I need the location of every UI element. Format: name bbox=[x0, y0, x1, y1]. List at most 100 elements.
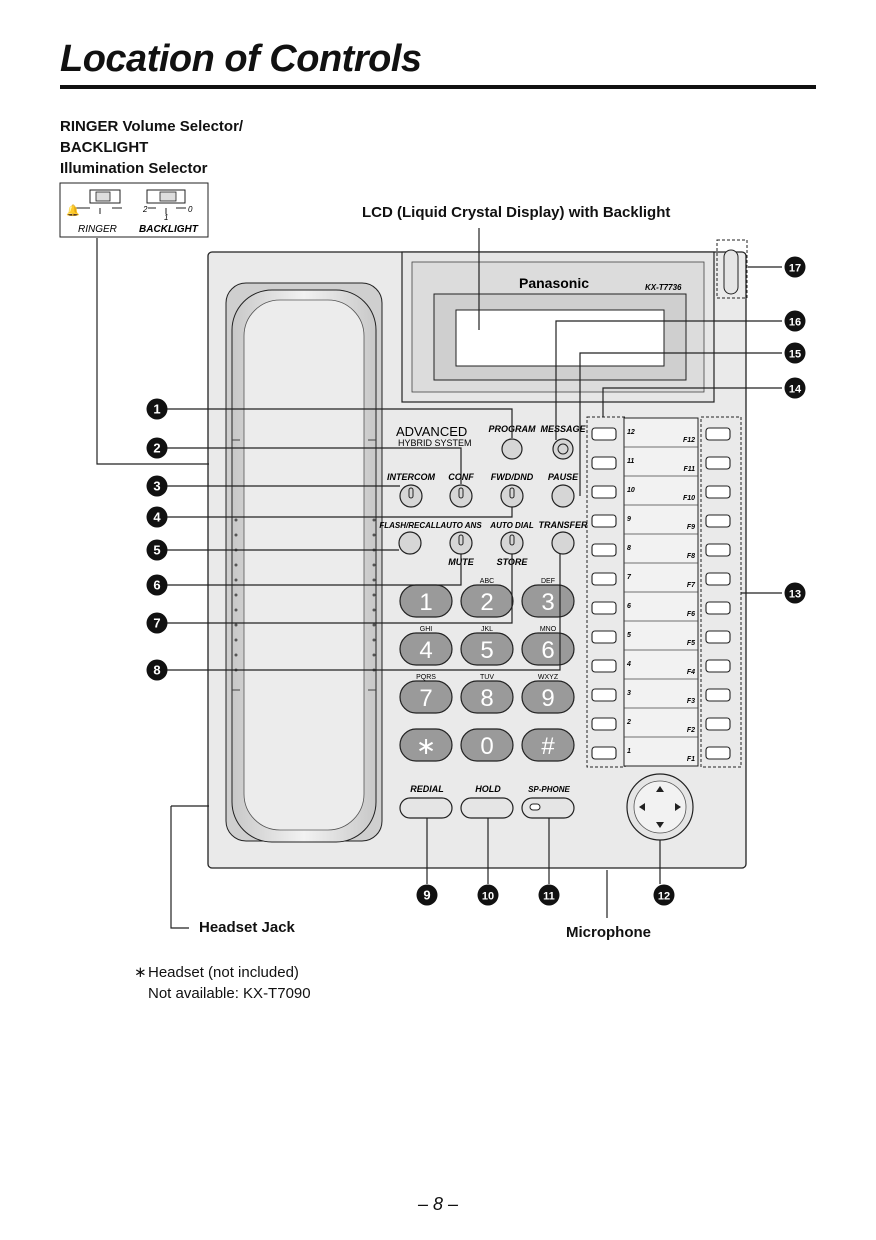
flash-recall-button[interactable] bbox=[398, 531, 422, 555]
callout-badge-2 bbox=[146, 437, 168, 459]
pause-button[interactable] bbox=[551, 484, 575, 508]
page-number: – 8 – bbox=[417, 1194, 459, 1214]
flex-key-right-5[interactable] bbox=[705, 543, 731, 557]
flex-keys: 12F1211F1110F109F98F87F76F65F54F43F32F21… bbox=[591, 427, 731, 763]
flex-key-right-label-5: F8 bbox=[687, 553, 695, 560]
footnote-line-2: Not available: KX-T7090 bbox=[148, 985, 311, 1002]
hold-button[interactable] bbox=[460, 797, 514, 819]
flex-key-right-2[interactable] bbox=[705, 456, 731, 470]
flex-key-left-4[interactable] bbox=[591, 514, 617, 528]
flex-key-right-1[interactable] bbox=[705, 427, 731, 441]
conf-button[interactable] bbox=[449, 484, 473, 508]
flex-key-left-label-6: 7 bbox=[627, 574, 632, 581]
sp-phone-button[interactable] bbox=[521, 797, 575, 819]
message-button[interactable] bbox=[552, 438, 574, 460]
flex-key-right-10[interactable] bbox=[705, 688, 731, 702]
callout-badge-5 bbox=[146, 539, 168, 561]
callout-number-12: 12 bbox=[658, 891, 670, 903]
dial-key-2[interactable] bbox=[460, 584, 514, 618]
callout-number-4: 4 bbox=[153, 510, 161, 525]
transfer-button[interactable] bbox=[551, 531, 575, 555]
ringer-callout-line-3: Illumination Selector bbox=[60, 160, 208, 177]
flex-key-left-7[interactable] bbox=[591, 601, 617, 615]
callout-number-9: 9 bbox=[423, 888, 430, 903]
dial-key-3[interactable] bbox=[521, 584, 575, 618]
flex-key-left-label-9: 4 bbox=[626, 661, 631, 668]
lcd-display bbox=[455, 309, 665, 367]
callout-badge-3 bbox=[146, 475, 168, 497]
flex-key-right-label-1: F12 bbox=[683, 437, 695, 444]
dial-key-6[interactable] bbox=[521, 632, 575, 666]
dial-letters-3: DEF bbox=[541, 578, 555, 585]
flex-key-right-label-7: F6 bbox=[687, 611, 695, 618]
model-label: KX-T7736 bbox=[645, 283, 682, 292]
dial-digit-0: 0 bbox=[480, 733, 493, 760]
program-button[interactable] bbox=[501, 438, 523, 460]
pause-label: PAUSE bbox=[548, 472, 579, 482]
flex-key-right-8[interactable] bbox=[705, 630, 731, 644]
dial-letters-9: WXYZ bbox=[538, 674, 559, 681]
flex-key-right-12[interactable] bbox=[705, 746, 731, 760]
callout-number-2: 2 bbox=[153, 441, 160, 456]
dial-key-hash[interactable] bbox=[521, 728, 575, 762]
redial-button[interactable] bbox=[399, 797, 453, 819]
callout-number-14: 14 bbox=[789, 384, 802, 396]
flex-key-left-3[interactable] bbox=[591, 485, 617, 499]
dial-key-7[interactable] bbox=[399, 680, 453, 714]
callout-badge-10 bbox=[477, 884, 499, 906]
dial-digit-hash: # bbox=[541, 733, 555, 760]
microphone-callout: Microphone bbox=[566, 924, 651, 941]
backlight-switch[interactable] bbox=[159, 191, 177, 202]
callout-number-5: 5 bbox=[153, 543, 160, 558]
flex-key-left-10[interactable] bbox=[591, 688, 617, 702]
flex-key-left-label-2: 11 bbox=[627, 458, 634, 465]
lcd-panel: Panasonic KX-T7736 bbox=[401, 251, 715, 403]
flex-key-right-label-8: F5 bbox=[687, 640, 695, 647]
lcd-callout: LCD (Liquid Crystal Display) with Backli… bbox=[362, 204, 671, 221]
dial-key-9[interactable] bbox=[521, 680, 575, 714]
flex-key-right-4[interactable] bbox=[705, 514, 731, 528]
callout-badge-15 bbox=[784, 342, 806, 364]
flex-key-right-3[interactable] bbox=[705, 485, 731, 499]
flex-key-left-12[interactable] bbox=[591, 746, 617, 760]
intercom-button[interactable] bbox=[399, 484, 423, 508]
ringer-callout-line-2: BACKLIGHT bbox=[60, 139, 149, 156]
flex-key-left-label-3: 10 bbox=[627, 487, 635, 494]
flex-key-left-9[interactable] bbox=[591, 659, 617, 673]
backlight-mark-0: 0 bbox=[188, 205, 193, 214]
sp-phone-label: SP-PHONE bbox=[528, 785, 570, 794]
dial-key-4[interactable] bbox=[399, 632, 453, 666]
callout-badge-7 bbox=[146, 612, 168, 634]
dial-key-8[interactable] bbox=[460, 680, 514, 714]
dial-digit-9: 9 bbox=[541, 685, 554, 712]
dial-digit-1: 1 bbox=[419, 589, 432, 616]
dial-digit-star: ∗ bbox=[416, 733, 436, 760]
footnote-symbol: ∗ bbox=[134, 964, 147, 981]
flex-key-left-2[interactable] bbox=[591, 456, 617, 470]
flex-key-left-5[interactable] bbox=[591, 543, 617, 557]
callout-badge-6 bbox=[146, 574, 168, 596]
flex-key-right-7[interactable] bbox=[705, 601, 731, 615]
dial-key-5[interactable] bbox=[460, 632, 514, 666]
flex-key-left-6[interactable] bbox=[591, 572, 617, 586]
flex-key-right-6[interactable] bbox=[705, 572, 731, 586]
flex-key-right-11[interactable] bbox=[705, 717, 731, 731]
navigator-key[interactable] bbox=[626, 773, 694, 841]
flex-key-left-11[interactable] bbox=[591, 717, 617, 731]
dial-key-star[interactable] bbox=[399, 728, 453, 762]
dial-letters-4: GHI bbox=[420, 626, 433, 633]
flex-key-right-label-2: F11 bbox=[683, 466, 695, 473]
flex-key-right-label-4: F9 bbox=[687, 524, 695, 531]
ringer-switch[interactable] bbox=[95, 191, 111, 202]
message-lamp bbox=[723, 249, 739, 295]
dial-key-0[interactable] bbox=[460, 728, 514, 762]
callout-badge-13 bbox=[784, 582, 806, 604]
callout-badge-4 bbox=[146, 506, 168, 528]
flex-key-left-1[interactable] bbox=[591, 427, 617, 441]
flex-key-left-8[interactable] bbox=[591, 630, 617, 644]
headset-jack-callout: Headset Jack bbox=[199, 919, 295, 936]
dial-digit-6: 6 bbox=[541, 637, 554, 664]
flex-key-right-label-11: F2 bbox=[687, 727, 695, 734]
flex-key-right-9[interactable] bbox=[705, 659, 731, 673]
ringer-inset-label: RINGER bbox=[78, 224, 117, 235]
